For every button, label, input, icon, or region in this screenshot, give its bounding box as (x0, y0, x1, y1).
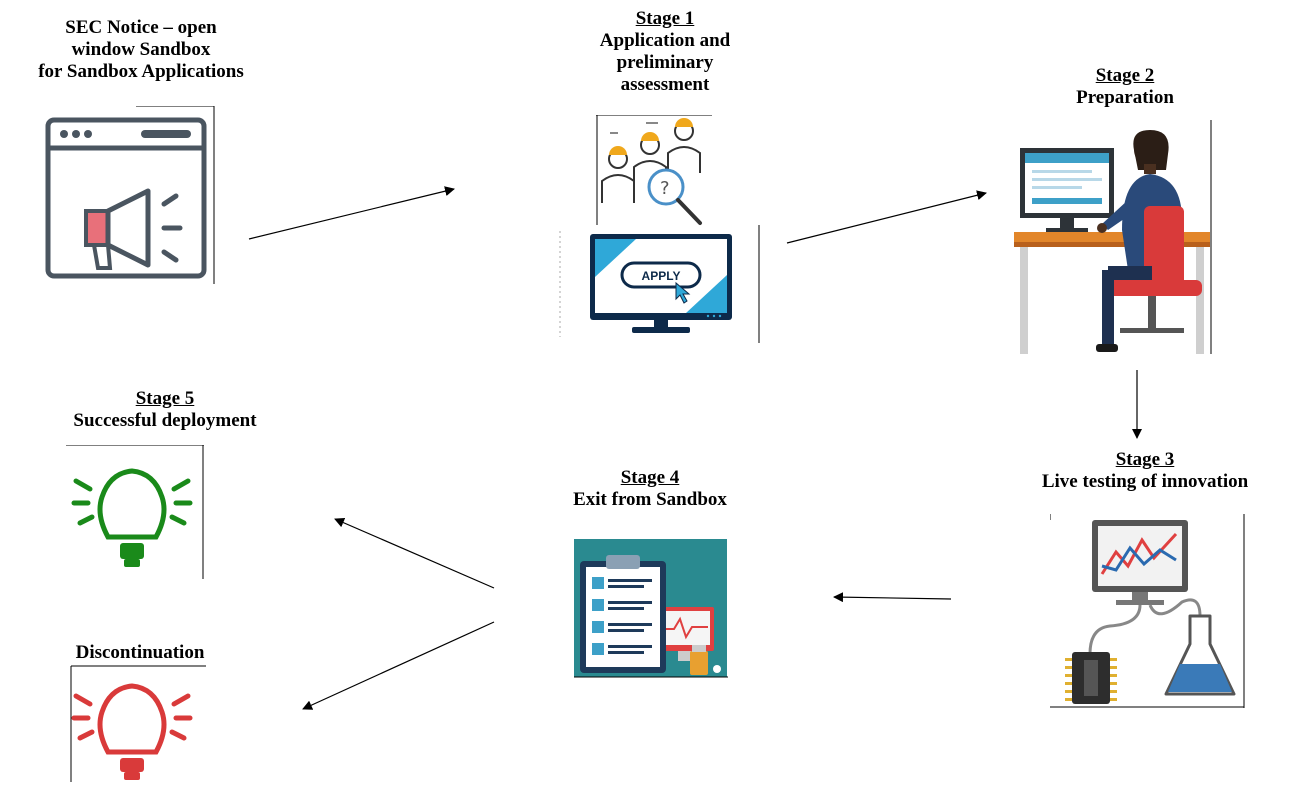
arrow-stage4-to-discontinuation (302, 621, 495, 710)
clipboard-checklist-icon (574, 539, 728, 678)
stage3-label: Stage 3 Live testing of innovation (1000, 449, 1290, 493)
stage2-title: Preparation (1076, 87, 1174, 108)
stage1-line1: Application and (599, 30, 731, 51)
stage5-title: Successful deployment (73, 410, 257, 431)
stage1-line3: assessment (620, 74, 710, 95)
stage1-label: Stage 1 Application and preliminary asse… (560, 8, 770, 96)
person-at-computer-icon (1014, 120, 1212, 354)
notice-line1: SEC Notice – open (65, 17, 217, 38)
stage5-label: Stage 5 Successful deployment (20, 388, 310, 432)
stage5-heading: Stage 5 (135, 388, 195, 409)
arrow-stage1-to-stage2 (786, 190, 987, 244)
arrow-notice-to-stage1 (248, 186, 455, 240)
stage1-heading: Stage 1 (635, 8, 695, 29)
green-lightbulb-icon (66, 445, 204, 579)
apply-monitor-icon: APPLY (556, 217, 760, 343)
stage3-title: Live testing of innovation (1041, 471, 1249, 492)
arrow-stage3-to-stage4 (833, 592, 952, 603)
red-lightbulb-icon (70, 665, 206, 782)
notice-line2: window Sandbox (71, 39, 211, 60)
notice-line3: for Sandbox Applications (38, 61, 244, 82)
stage4-label: Stage 4 Exit from Sandbox (530, 467, 770, 511)
stage4-heading: Stage 4 (620, 467, 680, 488)
stage2-label: Stage 2 Preparation (1030, 65, 1220, 109)
discontinuation-title: Discontinuation (75, 642, 205, 663)
notice-label: SEC Notice – open window Sandbox for San… (0, 17, 282, 83)
megaphone-browser-icon (45, 106, 215, 284)
arrow-stage4-to-stage5 (334, 517, 495, 589)
stage3-heading: Stage 3 (1115, 449, 1175, 470)
stage1-line2: preliminary (616, 52, 714, 73)
lab-monitor-icon (1050, 514, 1245, 708)
svg-text:?: ? (660, 178, 670, 199)
people-magnifier-icon: ? (596, 115, 712, 225)
discontinuation-label: Discontinuation (20, 642, 260, 664)
stage2-heading: Stage 2 (1095, 65, 1155, 86)
stage4-title: Exit from Sandbox (573, 489, 727, 510)
apply-button-label: APPLY (641, 269, 681, 283)
